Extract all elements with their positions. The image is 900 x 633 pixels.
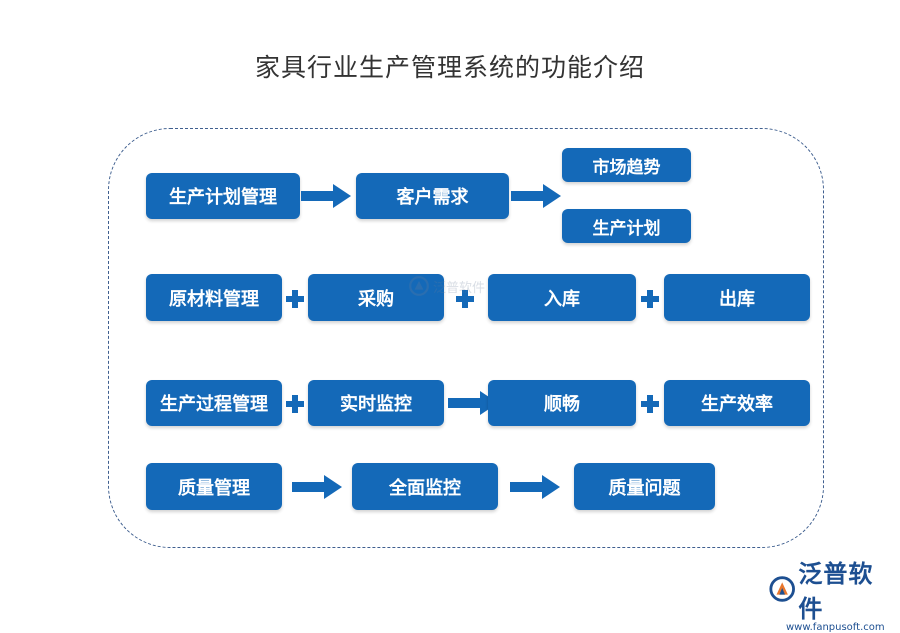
node-production-plan-mgmt: 生产计划管理 bbox=[146, 173, 300, 219]
node-warehouse-out: 出库 bbox=[664, 274, 810, 321]
logo-name: 泛普软件 bbox=[798, 560, 874, 623]
arrow-icon bbox=[292, 475, 342, 499]
node-raw-material-mgmt: 原材料管理 bbox=[146, 274, 282, 321]
brand-logo: 泛普软件 www.fanpusoft.com bbox=[768, 554, 893, 633]
page-title: 家具行业生产管理系统的功能介绍 bbox=[254, 53, 645, 82]
plus-icon bbox=[456, 290, 474, 308]
watermark-text: 泛普软件 bbox=[433, 280, 486, 296]
node-smooth: 顺畅 bbox=[488, 380, 636, 426]
node-full-monitoring: 全面监控 bbox=[352, 463, 498, 510]
arrow-icon bbox=[510, 475, 560, 499]
node-production-plan: 生产计划 bbox=[562, 209, 691, 243]
node-production-process-mgmt: 生产过程管理 bbox=[146, 380, 282, 426]
node-production-efficiency: 生产效率 bbox=[664, 380, 810, 426]
plus-icon bbox=[641, 290, 659, 308]
node-purchase: 采购 bbox=[308, 274, 444, 321]
plus-icon bbox=[286, 290, 304, 308]
node-quality-mgmt: 质量管理 bbox=[146, 463, 282, 510]
node-customer-demand: 客户需求 bbox=[356, 173, 509, 219]
node-realtime-monitoring: 实时监控 bbox=[308, 380, 444, 426]
watermark: 泛普软件 bbox=[408, 272, 488, 300]
plus-icon bbox=[641, 395, 659, 413]
fanpu-logo-icon bbox=[409, 276, 429, 296]
arrow-icon bbox=[301, 184, 351, 208]
node-market-trend: 市场趋势 bbox=[562, 148, 691, 182]
diagram-frame bbox=[108, 128, 824, 548]
node-quality-issue: 质量问题 bbox=[574, 463, 715, 510]
logo-url: www.fanpusoft.com bbox=[786, 622, 885, 633]
arrow-icon bbox=[511, 184, 561, 208]
plus-icon bbox=[286, 395, 304, 413]
arrow-icon bbox=[448, 391, 498, 415]
node-warehouse-in: 入库 bbox=[488, 274, 636, 321]
